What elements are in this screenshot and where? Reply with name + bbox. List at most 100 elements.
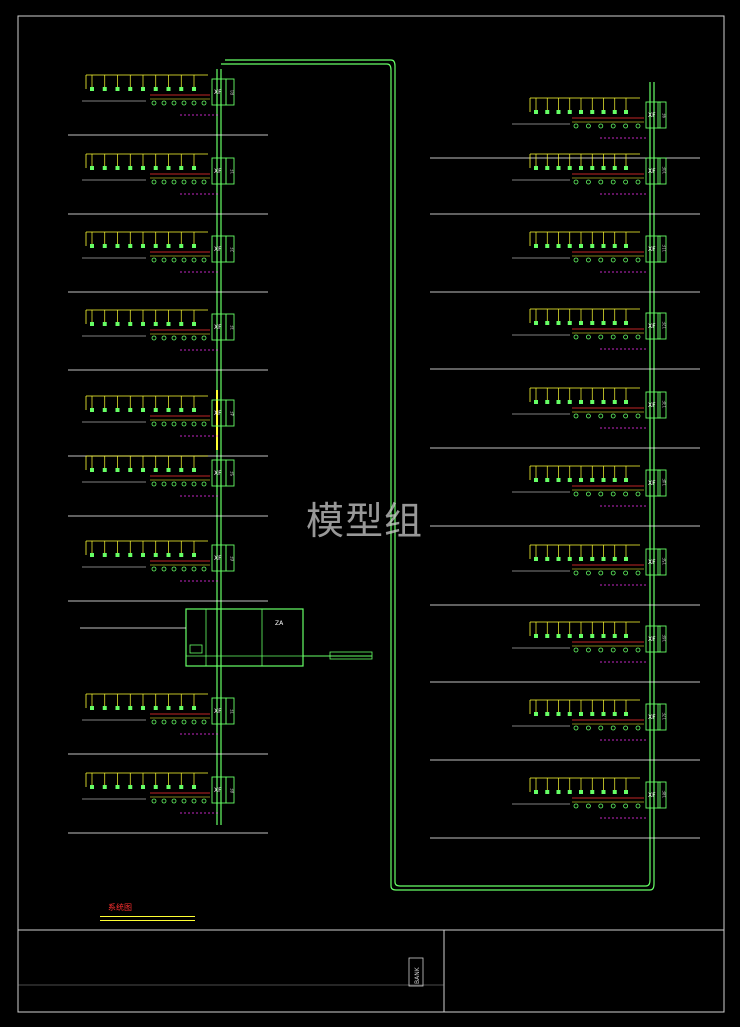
module-symbol xyxy=(201,421,207,427)
title-block-logo: BANK xyxy=(408,957,424,987)
device-symbol xyxy=(601,400,606,404)
device-symbol xyxy=(601,478,606,482)
device-symbol xyxy=(579,110,583,114)
floor-tag: 14F xyxy=(662,478,667,486)
module-symbol xyxy=(586,257,591,263)
device-symbol xyxy=(612,790,617,794)
module-symbol xyxy=(171,421,177,427)
device-symbol xyxy=(579,400,583,404)
legend-underline xyxy=(100,916,195,921)
device-symbol xyxy=(579,634,583,638)
module-symbol xyxy=(191,179,197,185)
device-symbol xyxy=(128,322,133,326)
device-symbol xyxy=(545,557,550,561)
device-symbol xyxy=(102,553,107,557)
module-symbol xyxy=(573,647,579,653)
module-symbol xyxy=(171,100,177,106)
device-symbol xyxy=(545,166,550,170)
device-symbol xyxy=(534,634,538,638)
xf-panel xyxy=(645,312,661,340)
module-symbol xyxy=(573,334,579,340)
module-symbol xyxy=(171,179,177,185)
module-symbol xyxy=(161,798,167,804)
device-symbol xyxy=(102,166,107,170)
device-symbol xyxy=(624,712,628,716)
device-symbol xyxy=(166,468,171,472)
floor-tag: 10F xyxy=(662,166,667,174)
device-symbol xyxy=(153,785,158,789)
device-symbol xyxy=(567,166,572,170)
floor-tag: 2F xyxy=(230,246,235,252)
device-symbol xyxy=(601,790,606,794)
module-symbol xyxy=(623,725,628,731)
xf-panel xyxy=(645,781,661,809)
module-symbol xyxy=(181,257,187,263)
device-symbol xyxy=(192,87,196,91)
floor-tag: 16F xyxy=(662,634,667,642)
module-symbol xyxy=(191,421,197,427)
device-symbol xyxy=(115,244,120,248)
module-symbol xyxy=(623,123,628,129)
device-symbol xyxy=(567,321,572,325)
device-symbol xyxy=(612,634,617,638)
device-symbol xyxy=(590,244,595,248)
device-symbol xyxy=(556,790,561,794)
device-symbol xyxy=(179,553,184,557)
module-symbol xyxy=(191,719,197,725)
module-symbol xyxy=(181,421,187,427)
xf-panel xyxy=(645,469,661,497)
module-symbol xyxy=(171,335,177,341)
module-symbol xyxy=(151,257,157,263)
device-symbol xyxy=(102,322,107,326)
device-symbol xyxy=(141,322,145,326)
monitor-box: ZA xyxy=(80,608,373,667)
device-symbol xyxy=(612,110,617,114)
drawing-title-red: 系统图 xyxy=(108,903,132,912)
xf-panel xyxy=(645,235,661,263)
module-symbol xyxy=(151,481,157,487)
device-symbol xyxy=(624,557,628,561)
device-symbol xyxy=(579,244,583,248)
device-symbol xyxy=(612,712,617,716)
module-symbol xyxy=(610,334,616,340)
device-symbol xyxy=(590,321,595,325)
device-symbol xyxy=(556,166,561,170)
module-symbol xyxy=(623,647,628,653)
module-symbol xyxy=(573,179,579,185)
floor-tag: 13F xyxy=(662,400,667,408)
module-symbol xyxy=(610,413,616,419)
device-symbol xyxy=(601,321,606,325)
watermark-text: 模型组 xyxy=(306,499,424,543)
riser-bus xyxy=(216,59,655,891)
module-symbol xyxy=(161,719,167,725)
device-symbol xyxy=(179,166,184,170)
module-symbol xyxy=(586,334,591,340)
device-symbol xyxy=(534,400,538,404)
device-symbol xyxy=(545,478,550,482)
device-symbol xyxy=(166,785,171,789)
device-symbol xyxy=(192,468,196,472)
device-symbol xyxy=(545,110,550,114)
module-symbol xyxy=(635,491,641,497)
monitor-box-label: ZA xyxy=(275,620,284,627)
device-symbol xyxy=(556,110,561,114)
module-symbol xyxy=(610,179,616,185)
xf-panel-tag: XF xyxy=(214,555,222,562)
module-symbol xyxy=(151,566,157,572)
device-symbol xyxy=(545,400,550,404)
device-symbol xyxy=(166,166,171,170)
device-symbol xyxy=(90,166,94,170)
xf-panel-tag: XF xyxy=(214,246,222,253)
module-symbol xyxy=(586,491,591,497)
device-symbol xyxy=(153,706,158,710)
device-symbol xyxy=(192,166,196,170)
module-symbol xyxy=(635,179,641,185)
module-symbol xyxy=(181,566,187,572)
floor-tag: 18F xyxy=(662,790,667,798)
xf-panel-tag: XF xyxy=(648,246,656,253)
module-symbol xyxy=(610,725,616,731)
